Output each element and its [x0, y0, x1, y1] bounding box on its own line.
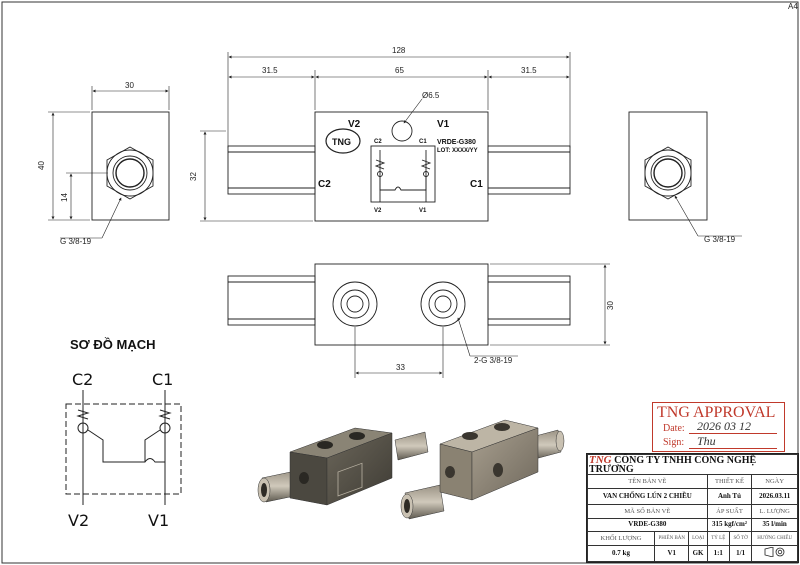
front-c2: C2	[318, 179, 331, 190]
dim-port-thread-left: G 3/8-19	[60, 237, 92, 246]
circuit-v1: V1	[148, 511, 169, 530]
right-side-view	[628, 111, 708, 221]
front-lot: LOT: XXXX/YY	[437, 148, 478, 154]
front-logo: TNG	[332, 137, 351, 147]
flow-value: 35 l/min	[751, 517, 798, 533]
dim-seg-right: 31.5	[521, 66, 537, 75]
weight-value: 0.7 kg	[587, 545, 655, 562]
symbol-v1: V1	[419, 208, 427, 214]
dim-side-height: 40	[37, 161, 46, 170]
front-dims	[200, 98, 423, 222]
projection-symbol-icon	[751, 545, 798, 562]
top-dimensions	[227, 52, 571, 148]
dim-seg-mid: 65	[395, 66, 404, 75]
approval-sign-line	[689, 448, 777, 449]
hdr-code: MÃ SỐ BẢN VẼ	[587, 503, 708, 519]
dim-side-width: 30	[125, 81, 134, 90]
approval-title: TNG APPROVAL	[657, 404, 776, 421]
company-logo: TNG	[589, 453, 612, 466]
front-v1: V1	[437, 119, 450, 130]
title-block: TNG CÔNG TY TNHH CÔNG NGHỆ TRƯƠNG TÊN BẢ…	[586, 453, 799, 563]
circuit-title: SƠ ĐỒ MẠCH	[70, 337, 155, 352]
hdr-scale: TỶ LỆ	[706, 531, 730, 546]
dim-hole-spacing: 33	[396, 363, 405, 372]
circuit-v2: V2	[68, 511, 89, 530]
front-model: VRDE-G380	[437, 139, 476, 146]
circuit-c2: C2	[72, 370, 93, 389]
symbol-c1: C1	[419, 139, 427, 145]
dim-overall-length: 128	[392, 46, 406, 55]
hdr-version: PHIÊN BẢN	[653, 531, 690, 546]
version-value: V1	[653, 545, 690, 562]
company-row: TNG CÔNG TY TNHH CÔNG NGHỆ TRƯƠNG	[587, 453, 798, 475]
hdr-pressure: ÁP SUẤT	[706, 503, 753, 519]
dim-seg-left: 31.5	[262, 66, 278, 75]
front-c1: C1	[470, 179, 483, 190]
hdr-type: LOẠI	[688, 531, 708, 546]
sheet-value: 1/1	[728, 545, 753, 562]
dim-port-thread-right: G 3/8-19	[704, 235, 736, 244]
approval-sign-label: Sign:	[663, 437, 685, 448]
circuit-diagram	[65, 390, 182, 505]
hdr-name: TÊN BẢN VẼ	[587, 474, 708, 489]
front-view	[227, 111, 571, 222]
bottom-dims	[354, 263, 610, 378]
hdr-designer: THIẾT KẾ	[706, 474, 753, 489]
dim-port-height: 14	[60, 193, 69, 202]
hdr-flow: L. LƯỢNG	[751, 503, 798, 519]
left-side-view	[91, 111, 170, 221]
symbol-v2: V2	[374, 208, 382, 214]
approval-date-line	[689, 433, 777, 434]
dim-bottom-thread: 2-G 3/8-19	[474, 356, 513, 365]
front-v2: V2	[348, 119, 361, 130]
iso-render-light	[400, 419, 565, 520]
drawing-name: VAN CHỐNG LÚN 2 CHIỀU	[587, 487, 708, 505]
right-side-dims	[674, 195, 742, 237]
dim-front-height: 32	[189, 172, 198, 181]
circuit-c1: C1	[152, 370, 173, 389]
symbol-c2: C2	[374, 139, 382, 145]
hdr-sheet: SỐ TỜ	[728, 531, 753, 546]
type-value: GK	[688, 545, 708, 562]
drawing-code: VRDE-G380	[587, 517, 708, 533]
hdr-projection: HƯỚNG CHIẾU	[751, 531, 798, 546]
approval-date-value: 2026 03 12	[697, 419, 751, 433]
designer-name: Anh Tú	[706, 487, 753, 505]
hdr-weight: KHỐI LƯỢNG	[587, 531, 655, 546]
left-side-dims	[48, 86, 170, 239]
company-name: CÔNG TY TNHH CÔNG NGHỆ TRƯƠNG	[589, 454, 757, 475]
iso-render-dark	[257, 427, 429, 506]
bottom-view	[227, 263, 571, 346]
approval-stamp: TNG APPROVAL Date: 2026 03 12 Sign: Thu	[652, 402, 785, 452]
approval-date-label: Date:	[663, 423, 685, 434]
approval-signature: Thu	[697, 434, 716, 448]
scale-value: 1:1	[706, 545, 730, 562]
dim-hole-dia: Ø6.5	[422, 91, 440, 100]
pressure-value: 315 kgf/cm²	[706, 517, 753, 533]
drawing-date: 2026.03.11	[751, 487, 798, 505]
dim-bottom-height: 30	[606, 301, 615, 310]
sheet-size-label: A4	[788, 2, 798, 11]
hdr-date: NGÀY	[751, 474, 798, 489]
